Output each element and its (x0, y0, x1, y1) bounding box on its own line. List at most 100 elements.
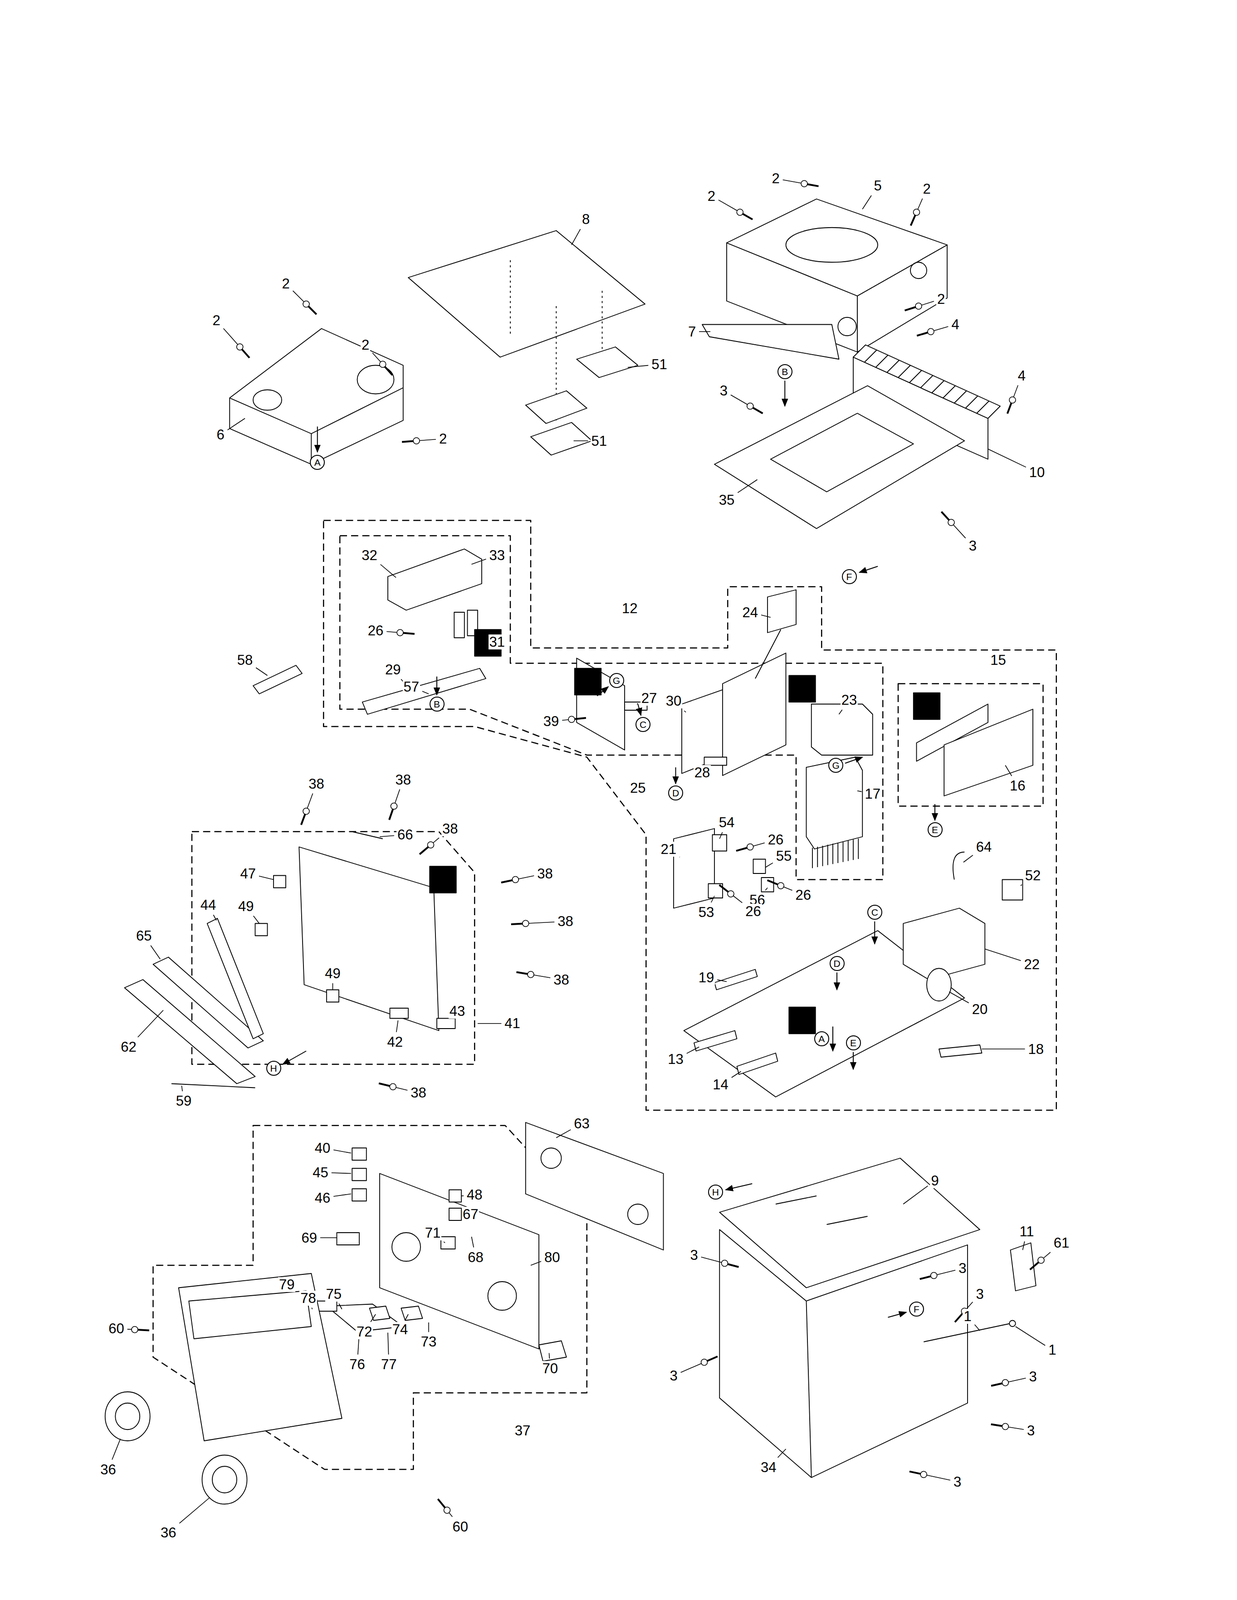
callout-number: 36 (159, 1525, 177, 1541)
marker-arrow (282, 1051, 307, 1065)
leader-line (223, 328, 240, 348)
leader-line (718, 200, 740, 213)
callout-number: 28 (693, 765, 711, 781)
screw-head (927, 328, 934, 335)
circuit-parts (454, 612, 465, 638)
heatsink (864, 350, 877, 363)
callout-number: 3 (668, 1368, 679, 1384)
leader-line (711, 896, 715, 904)
callout-number: 54 (718, 815, 736, 831)
leader-line (765, 863, 773, 868)
callout-number: 2 (936, 291, 946, 307)
front-panel (115, 1403, 140, 1431)
callout-number: 53 (697, 904, 715, 920)
callout-number: 59 (175, 1093, 193, 1109)
leader-line (379, 835, 395, 837)
callout-number: 46 (313, 1190, 332, 1206)
screw (301, 808, 310, 826)
callout-number: 3 (1027, 1369, 1038, 1385)
callout-number: 33 (488, 547, 506, 563)
display-parts (171, 1084, 256, 1089)
heatsink (920, 375, 934, 388)
callout-number: 78 (299, 1290, 317, 1306)
front-panel (369, 1306, 391, 1321)
group-outline (898, 684, 1044, 807)
callout-number: 67 (461, 1207, 480, 1223)
connection-marker: E (845, 1035, 861, 1051)
front-panel (178, 1273, 343, 1442)
front-panel (352, 1168, 367, 1181)
heatsink (898, 365, 911, 378)
callout-number: 51 (590, 433, 608, 449)
callout-number: 12 (620, 601, 639, 617)
connection-marker: A (814, 1031, 830, 1047)
screw (516, 971, 534, 978)
connector-pins (857, 838, 859, 860)
screw (719, 884, 734, 898)
marker-arrow (845, 757, 863, 764)
screw-head (1002, 1423, 1009, 1431)
screw-head (1002, 1379, 1009, 1387)
screw (1030, 1257, 1045, 1271)
circuit-parts (1002, 880, 1023, 901)
callout-number: 5 (872, 178, 883, 194)
shield-plate (509, 260, 511, 338)
callout-number: 44 (199, 897, 217, 913)
group-outline (339, 535, 883, 880)
screw-head (303, 808, 310, 815)
callout-number: 19 (697, 970, 715, 986)
cd-mechanism (786, 227, 879, 263)
screw-head (512, 876, 519, 884)
shield-plate (576, 347, 638, 378)
callout-number: 2 (770, 171, 781, 186)
front-panel (627, 1204, 649, 1225)
connection-marker: C (635, 717, 651, 733)
leader-line (548, 1353, 550, 1360)
callout-number: 25 (629, 780, 647, 796)
callout-number: 52 (1024, 868, 1042, 884)
black-marker (913, 693, 941, 720)
chassis (923, 1323, 1011, 1343)
callout-number: 3 (968, 538, 978, 554)
marker-arrow (836, 972, 838, 990)
leader-line (405, 1314, 409, 1321)
front-panel (352, 1188, 367, 1202)
callout-number: 77 (380, 1357, 398, 1373)
screw (991, 1379, 1009, 1387)
cd-mechanism (726, 199, 948, 297)
leader-line (333, 1194, 352, 1198)
marker-arrow (832, 1026, 834, 1052)
callout-number: 3 (689, 1247, 699, 1263)
screw (389, 803, 397, 821)
screw-head (131, 1326, 138, 1334)
screw-head (389, 1083, 397, 1091)
heatsink (954, 391, 967, 404)
circuit-parts (722, 653, 787, 776)
screw-head (721, 1260, 729, 1267)
callout-number: 40 (313, 1140, 332, 1156)
leader-line (862, 195, 872, 210)
marker-arrow (784, 380, 786, 406)
marker-letter: A (314, 457, 321, 468)
screw (916, 328, 934, 336)
chassis (719, 1158, 1037, 1478)
callout-number: 24 (741, 605, 759, 621)
callout-number: 3 (974, 1286, 985, 1302)
bracket-plate (714, 386, 965, 529)
screw (801, 180, 819, 187)
callout-number: 32 (360, 547, 378, 563)
screw-head (747, 844, 754, 851)
callout-number: 18 (1027, 1041, 1045, 1057)
callout-number: 26 (767, 832, 785, 848)
display-parts (326, 990, 339, 1003)
callout-number: 2 (438, 431, 448, 447)
callout-number: 21 (660, 841, 678, 857)
callout-number: 35 (718, 492, 736, 508)
screw (991, 1423, 1009, 1431)
leader-line (150, 945, 161, 960)
cd-mechanism (910, 262, 927, 279)
callout-number: 2 (706, 188, 717, 204)
chassis (1009, 1320, 1016, 1328)
